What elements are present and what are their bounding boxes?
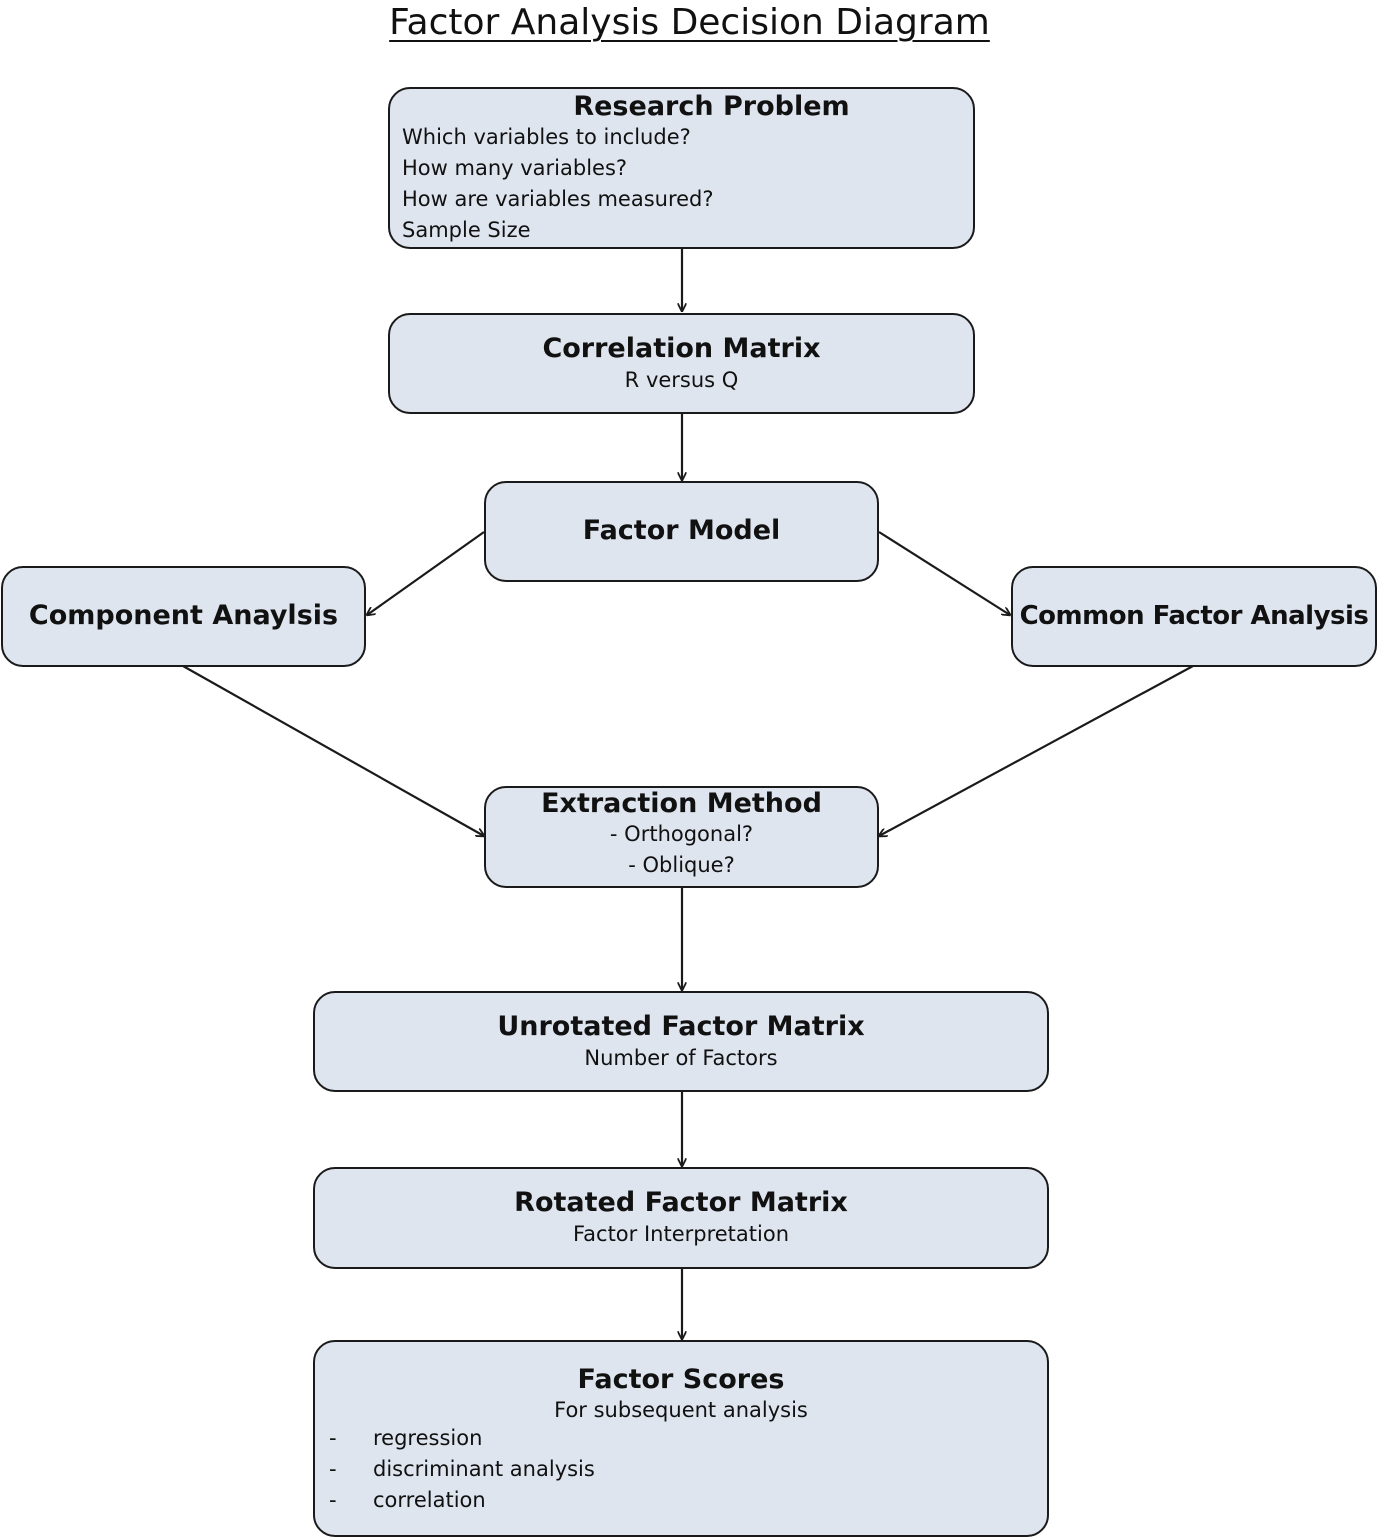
factor-scores-box: Factor Scores For subsequent analysis - …	[313, 1340, 1049, 1537]
extraction-method-box: Extraction Method - Orthogonal? - Obliqu…	[484, 786, 879, 888]
correlation-matrix-heading: Correlation Matrix	[542, 333, 821, 364]
arrow-component-to-extraction	[182, 665, 484, 836]
factor-scores-heading: Factor Scores	[577, 1364, 785, 1395]
list-item-label: correlation	[373, 1488, 486, 1512]
component-analysis-box: Component Anaylsis	[1, 566, 366, 667]
extraction-method-line: - Oblique?	[628, 853, 735, 877]
research-problem-line: Sample Size	[402, 218, 531, 242]
bullet-dash: -	[329, 1457, 337, 1481]
factor-model-box: Factor Model	[484, 481, 879, 582]
rotated-factor-matrix-heading: Rotated Factor Matrix	[514, 1187, 848, 1218]
research-problem-heading: Research Problem	[573, 91, 850, 122]
extraction-method-line: - Orthogonal?	[609, 822, 754, 846]
research-problem-line: Which variables to include?	[402, 125, 691, 149]
list-item-label: discriminant analysis	[373, 1457, 595, 1481]
unrotated-factor-matrix-box: Unrotated Factor Matrix Number of Factor…	[313, 991, 1049, 1092]
list-item: - discriminant analysis	[317, 1454, 1045, 1485]
factor-model-heading: Factor Model	[582, 515, 781, 546]
list-item: - regression	[317, 1423, 1045, 1454]
arrow-common-to-extraction	[879, 665, 1194, 836]
research-problem-line: How many variables?	[402, 156, 628, 180]
common-factor-analysis-heading: Common Factor Analysis	[1019, 601, 1369, 631]
extraction-method-heading: Extraction Method	[541, 788, 822, 819]
list-item-label: regression	[373, 1426, 483, 1450]
list-item: - correlation	[317, 1485, 1045, 1516]
rotated-factor-matrix-sub: Factor Interpretation	[573, 1222, 789, 1246]
factor-scores-sub: For subsequent analysis	[554, 1398, 808, 1422]
research-problem-box: Research Problem Which variables to incl…	[388, 87, 975, 249]
arrow-factor-model-to-common	[878, 531, 1010, 615]
factor-scores-list: - regression - discriminant analysis - c…	[317, 1423, 1045, 1516]
correlation-matrix-box: Correlation Matrix R versus Q	[388, 313, 975, 414]
arrow-factor-model-to-component	[367, 531, 485, 615]
research-problem-line: How are variables measured?	[402, 187, 714, 211]
diagram-title: Factor Analysis Decision Diagram	[389, 2, 990, 43]
bullet-dash: -	[329, 1426, 337, 1450]
correlation-matrix-sub: R versus Q	[624, 368, 739, 392]
unrotated-factor-matrix-sub: Number of Factors	[584, 1046, 778, 1070]
rotated-factor-matrix-box: Rotated Factor Matrix Factor Interpretat…	[313, 1167, 1049, 1269]
component-analysis-heading: Component Anaylsis	[28, 600, 339, 631]
unrotated-factor-matrix-heading: Unrotated Factor Matrix	[497, 1011, 865, 1042]
bullet-dash: -	[329, 1488, 337, 1512]
common-factor-analysis-box: Common Factor Analysis	[1011, 566, 1377, 667]
